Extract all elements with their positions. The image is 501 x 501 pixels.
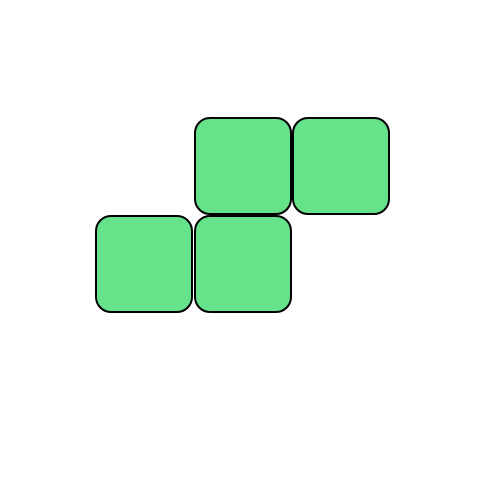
tetromino-block xyxy=(292,117,390,215)
tetromino-block xyxy=(194,117,292,215)
tetromino-block xyxy=(95,215,193,313)
tetromino-block xyxy=(194,215,292,313)
